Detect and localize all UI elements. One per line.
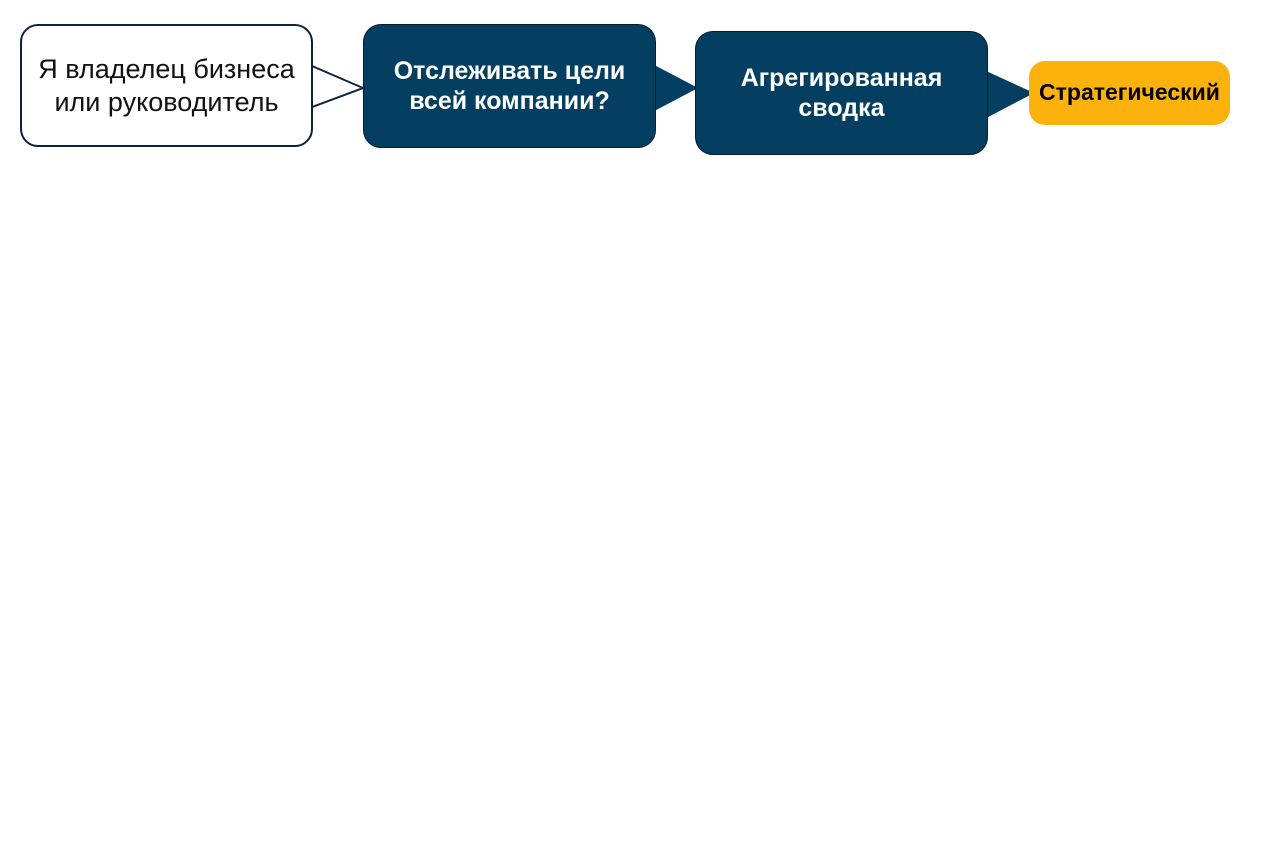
connector-persona-to-question (311, 64, 366, 109)
node-report-label: Агрегированная сводка (740, 64, 943, 122)
node-report: Агрегированная сводка (695, 31, 988, 155)
connector-report-to-level (986, 71, 1035, 118)
connector-question-to-report (654, 65, 699, 111)
node-level: Стратегический (1029, 61, 1230, 125)
node-question-label: Отслеживать цели всей компании? (393, 57, 626, 115)
node-persona: Я владелец бизнеса или руководитель (20, 24, 313, 147)
node-question: Отслеживать цели всей компании? (363, 24, 656, 148)
node-level-label: Стратегический (1039, 79, 1220, 106)
node-persona-label: Я владелец бизнеса или руководитель (38, 54, 295, 117)
